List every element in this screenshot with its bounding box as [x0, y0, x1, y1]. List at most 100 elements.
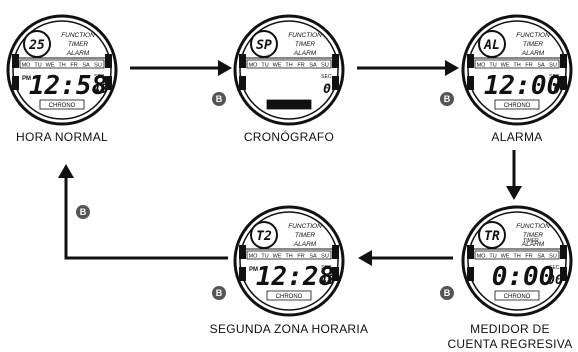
label-timer-line1: MEDIDOR DE: [470, 322, 550, 336]
sec-label: SEC.: [321, 265, 333, 271]
menu-timer: TIMER: [295, 41, 316, 48]
menu-alarm: ALARM: [293, 50, 317, 57]
svg-text:SA: SA: [537, 63, 545, 69]
svg-text:FR: FR: [297, 254, 304, 260]
pm-indicator: PM: [22, 76, 31, 82]
menu-function: FUNCTION: [61, 32, 95, 39]
svg-text:TH: TH: [58, 63, 65, 69]
weekday-row: MO TU WE TH FR SA SU: [474, 250, 560, 260]
menu-timer: TIMER: [523, 232, 544, 239]
seconds-value: 0: [323, 82, 331, 97]
svg-text:MO: MO: [249, 254, 259, 260]
svg-text:MO: MO: [22, 63, 32, 69]
label-normal-time: HORA NORMAL: [16, 130, 108, 144]
svg-text:SA: SA: [309, 63, 317, 69]
menu-function: FUNCTION: [516, 32, 550, 39]
label-alarm: ALARMA: [491, 130, 543, 144]
chrono-label: CHRONO: [504, 294, 531, 300]
weekday-row: MO TU WE TH FR SA SU: [246, 250, 332, 260]
arrow-normal-to-chrono: [130, 60, 232, 76]
watch-alarm: AL FUNCTION TIMER ALARM MO TU WE TH FR S…: [461, 14, 573, 126]
arrow-alarm-to-timer: [506, 150, 522, 200]
svg-text:SU: SU: [321, 254, 329, 260]
svg-text:FR: FR: [525, 63, 532, 69]
mode-badge: 25: [28, 38, 45, 53]
seconds-value: 48: [92, 82, 108, 97]
weekday-row: MO TU WE TH FR SA SU: [246, 59, 332, 69]
sec-label: SEC.: [549, 265, 561, 271]
b-button-timer[interactable]: B: [440, 286, 454, 300]
label-chronograph: CRONÓGRAFO: [243, 130, 335, 144]
svg-text:SU: SU: [321, 63, 329, 69]
main-time: 12:58: [29, 71, 107, 101]
menu-function: FUNCTION: [288, 223, 322, 230]
menu-timer: TIMER: [295, 232, 316, 239]
svg-text:SU: SU: [94, 63, 102, 69]
watch-chronograph: SP FUNCTION TIMER ALARM MO TU WE TH FR S…: [233, 14, 345, 126]
main-time: 12:28: [256, 262, 334, 292]
svg-text:TU: TU: [34, 63, 41, 69]
mode-badge: TR: [484, 229, 500, 244]
label-timer-line2: CUENTA REGRESIVA: [447, 337, 573, 351]
svg-text:TH: TH: [513, 63, 520, 69]
pm-indicator: PM: [249, 267, 258, 273]
sec-label: SEC.: [321, 74, 333, 80]
mode-badge: T2: [256, 229, 272, 244]
menu-function: FUNCTION: [288, 32, 322, 39]
b-button-return[interactable]: B: [76, 205, 90, 219]
svg-text:WE: WE: [273, 254, 282, 260]
menu-function: FUNCTION: [516, 223, 550, 230]
mode-badge: AL: [483, 38, 500, 53]
svg-text:WE: WE: [501, 63, 510, 69]
sec-label: SEC.: [549, 74, 561, 80]
main-time: 0:00: [492, 262, 555, 292]
watch-dual-time: T2 FUNCTION TIMER ALARM MO TU WE TH FR S…: [233, 205, 345, 317]
menu-timer: TIMER: [523, 41, 544, 48]
seconds-value: 1: [551, 82, 559, 97]
svg-text:FR: FR: [70, 63, 77, 69]
svg-text:MO: MO: [477, 63, 487, 69]
arrow-timer-to-dual: [358, 250, 453, 266]
svg-text:TH: TH: [285, 254, 292, 260]
menu-alarm: ALARM: [66, 50, 90, 57]
svg-text:TH: TH: [513, 254, 520, 260]
mode-badge: SP: [256, 38, 272, 53]
svg-text:TU: TU: [261, 63, 268, 69]
chrono-label: CHRONO: [504, 103, 531, 109]
chrono-label: CHRONO: [49, 103, 76, 109]
main-time: 12:00: [484, 71, 562, 101]
svg-text:WE: WE: [46, 63, 55, 69]
svg-text:WE: WE: [273, 63, 282, 69]
menu-alarm: ALARM: [521, 50, 545, 57]
svg-text:SA: SA: [309, 254, 317, 260]
seconds-value: 00: [547, 273, 563, 288]
weekday-row: MO TU WE TH FR SA SU: [19, 59, 105, 69]
watch-normal-time: 25 FUNCTION TIMER ALARM MO TU WE TH FR S…: [6, 14, 118, 126]
menu-timer: TIMER: [68, 41, 89, 48]
b-button-alarm[interactable]: B: [440, 92, 454, 106]
svg-text:SU: SU: [549, 63, 557, 69]
svg-text:FR: FR: [297, 63, 304, 69]
b-button-chrono[interactable]: B: [212, 92, 226, 106]
svg-text:SA: SA: [82, 63, 90, 69]
arrow-chrono-to-alarm: [357, 60, 459, 76]
chrono-label: CHRONO: [276, 294, 303, 300]
svg-text:FR: FR: [525, 254, 532, 260]
svg-text:SA: SA: [537, 254, 545, 260]
svg-text:MO: MO: [477, 254, 487, 260]
label-dual-time: SEGUNDA ZONA HORARIA: [209, 322, 369, 336]
arrow-dual-to-normal: [58, 164, 228, 260]
svg-text:SU: SU: [549, 254, 557, 260]
menu-alarm: ALARM: [521, 241, 545, 248]
timer-indicator: TIMER: [523, 238, 539, 244]
svg-text:TU: TU: [489, 63, 496, 69]
seconds-value: 48: [319, 273, 335, 288]
weekday-row: MO TU WE TH FR SA SU: [474, 59, 560, 69]
svg-text:TU: TU: [489, 254, 496, 260]
b-button-dual[interactable]: B: [212, 286, 226, 300]
svg-text:TH: TH: [285, 63, 292, 69]
watch-countdown-timer: TR FUNCTION TIMER ALARM MO TU WE TH FR S…: [461, 205, 573, 317]
svg-text:WE: WE: [501, 254, 510, 260]
svg-text:TU: TU: [261, 254, 268, 260]
